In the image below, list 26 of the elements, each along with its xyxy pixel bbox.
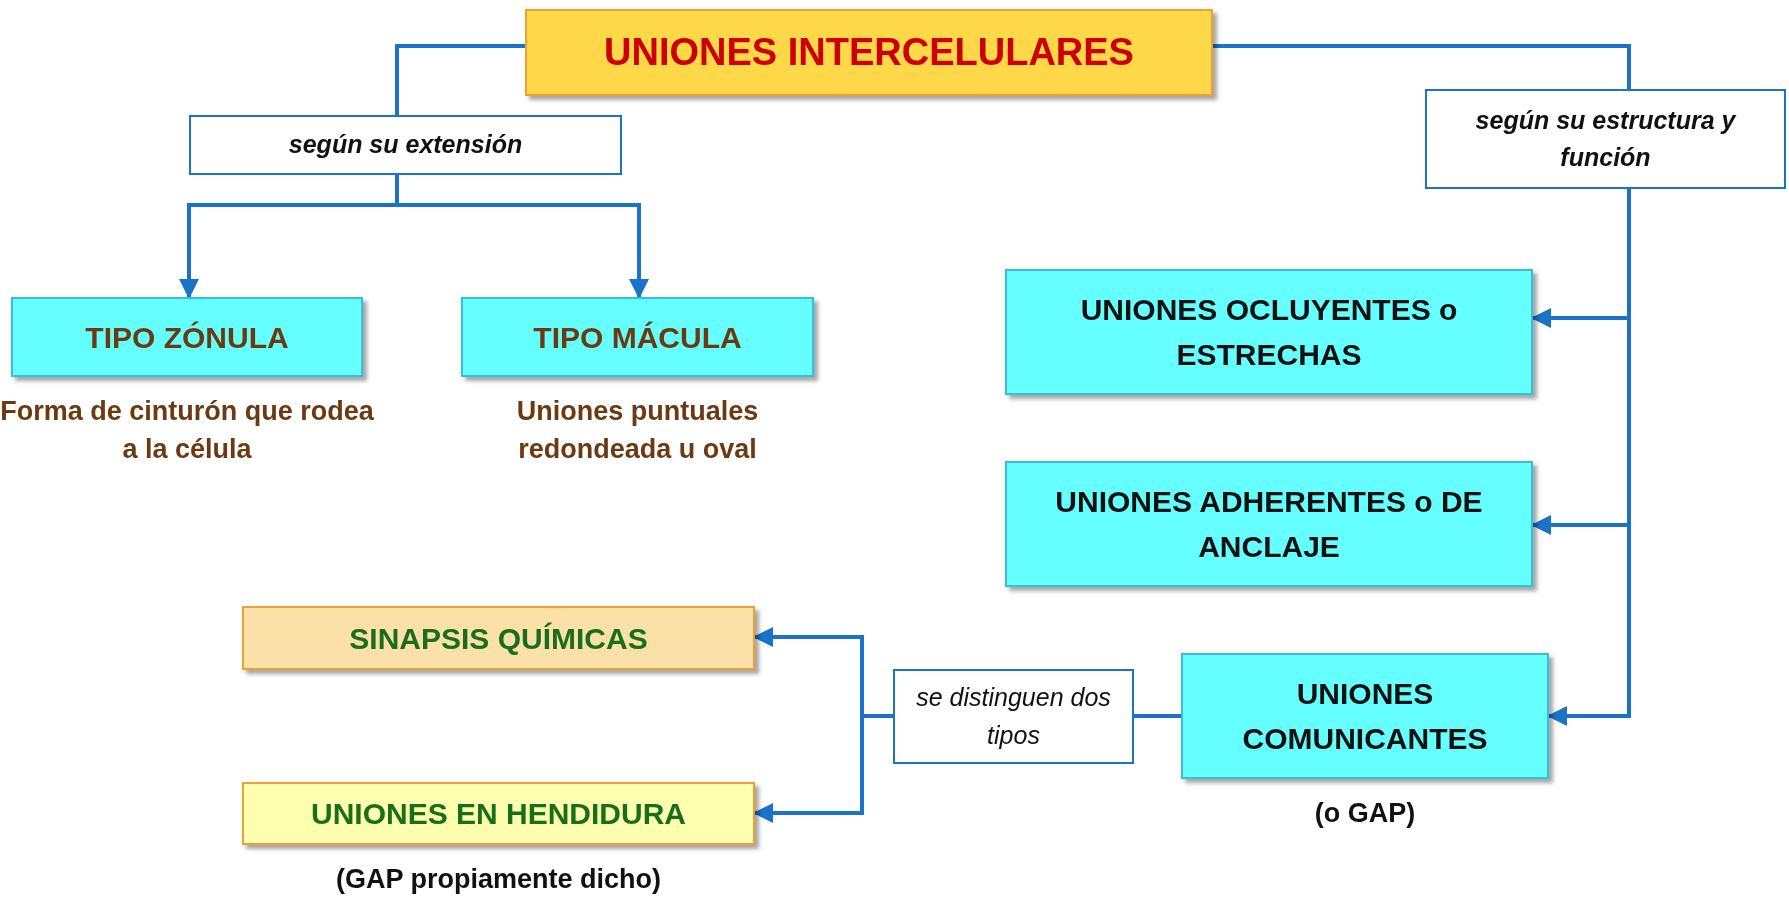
description-text: Forma de cinturón que rodea a la célula — [0, 395, 375, 466]
connector-line — [1213, 44, 1631, 89]
concept-box — [1005, 461, 1533, 587]
box-text: UNIONES INTERCELULARES — [603, 30, 1135, 75]
description-text: Uniones puntuales redondeada u oval — [515, 395, 760, 466]
box-text: TIPO ZÓNULA — [84, 319, 290, 356]
description-text: (o GAP) — [1313, 797, 1417, 830]
box-text: según su extensión — [287, 129, 524, 161]
box-text: TIPO MÁCULA — [532, 319, 743, 356]
concept-box — [242, 606, 755, 670]
label-box — [1425, 89, 1786, 189]
concept-box — [1005, 269, 1533, 395]
box-text: UNIONES ADHERENTES o DE ANCLAJE — [1054, 484, 1484, 565]
box-text: se distinguen dos tipos — [915, 682, 1112, 751]
label-box — [189, 115, 622, 175]
box-text: UNIONES EN HENDIDURA — [310, 796, 687, 832]
box-text: SINAPSIS QUÍMICAS — [348, 620, 649, 657]
description-text: (GAP propiamente dicho) — [335, 863, 662, 896]
concept-box — [525, 9, 1213, 96]
box-text: UNIONES COMUNICANTES — [1241, 676, 1489, 757]
arrow — [395, 175, 649, 299]
connector-line — [1134, 714, 1181, 718]
box-text: según su estructura y función — [1474, 104, 1738, 173]
box-text: UNIONES OCLUYENTES o ESTRECHAS — [1079, 292, 1459, 373]
label-box — [893, 669, 1134, 764]
connector-line — [395, 44, 525, 115]
